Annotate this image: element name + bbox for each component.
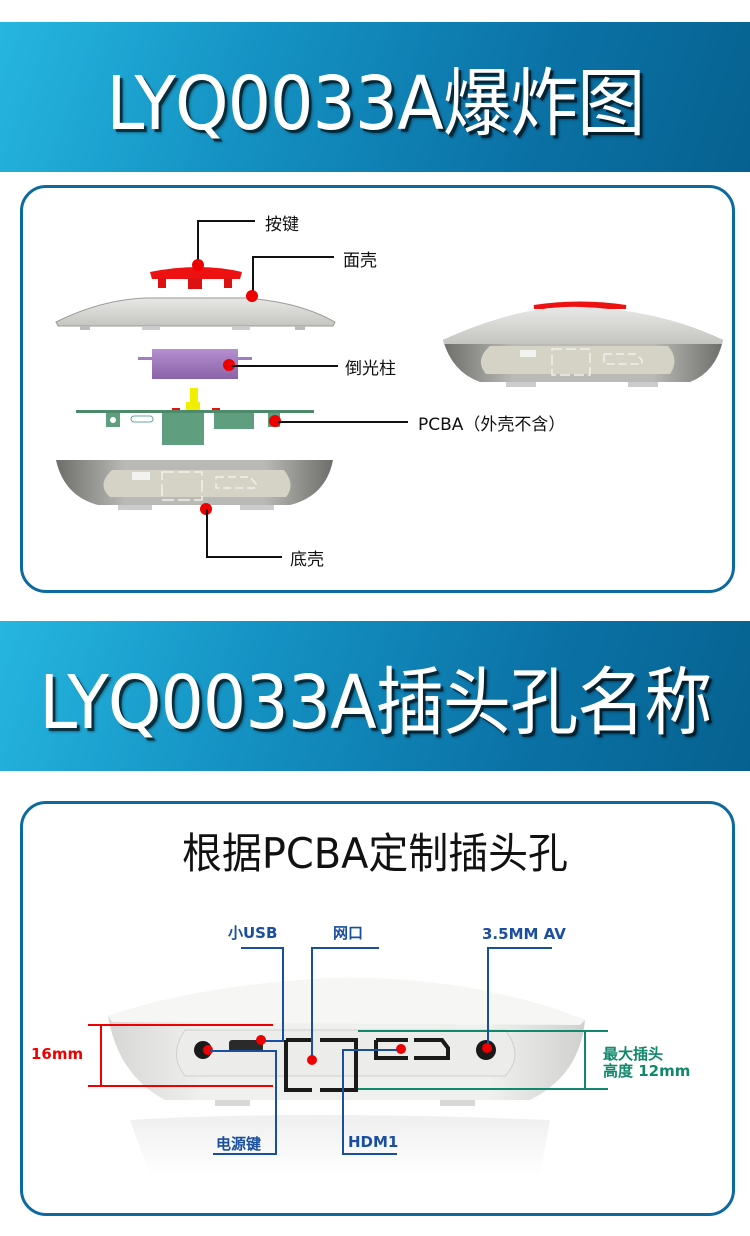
- button-part: [150, 267, 242, 289]
- dim-16mm-bottom-line: [88, 1085, 273, 1087]
- power-key-hline: [210, 1050, 277, 1052]
- top-shell-callout-vline: [252, 256, 254, 296]
- top-shell-callout-hline: [252, 256, 334, 258]
- power-key-vline: [275, 1050, 277, 1154]
- device-ports-diagram: [108, 977, 585, 1175]
- exploded-diagram: [55, 267, 723, 510]
- mini-usb-vline: [282, 947, 284, 1042]
- dim-12mm-label-line1: 最大插头: [603, 1045, 664, 1063]
- dim-12mm-bottom-line: [358, 1088, 608, 1090]
- ethernet-dot: [307, 1055, 317, 1065]
- button-callout-hline: [197, 220, 255, 222]
- mini-usb-hline2: [262, 1040, 284, 1042]
- power-key-dot: [203, 1045, 213, 1055]
- av-vline: [487, 947, 489, 1045]
- label-top-shell: 面壳: [343, 251, 377, 271]
- ethernet-hline: [311, 947, 379, 949]
- port-names-banner: LYQ0033A插头孔名称: [0, 621, 750, 771]
- label-mini-usb: 小USB: [228, 924, 278, 942]
- exploded-view-panel: [20, 185, 735, 593]
- custom-ports-subtitle: 根据PCBA定制插头孔: [182, 829, 568, 878]
- pcba-callout-hline: [278, 421, 408, 423]
- label-light-pipe: 倒光柱: [345, 359, 396, 379]
- dim-16mm-label: 16mm: [31, 1045, 84, 1063]
- label-ethernet: 网口: [333, 924, 364, 942]
- ethernet-vline: [311, 947, 313, 1057]
- dim-16mm-arrow: [100, 1026, 102, 1085]
- exploded-view-banner: LYQ0033A爆炸图: [0, 22, 750, 172]
- assembled-device-image: [443, 301, 723, 387]
- light-pipe-callout-dot: [223, 359, 235, 371]
- dim-16mm-top-line: [88, 1024, 273, 1026]
- pcba-callout-dot: [269, 415, 281, 427]
- power-key-hline2: [213, 1153, 277, 1155]
- top-shell-part: [55, 297, 336, 330]
- label-av: 3.5MM AV: [482, 925, 566, 943]
- hdmi-vline: [342, 1049, 344, 1154]
- port-names-title: LYQ0033A插头孔名称: [38, 659, 712, 746]
- label-button: 按键: [265, 215, 299, 235]
- button-callout-dot: [192, 259, 204, 271]
- bottom-shell-callout-hline: [206, 556, 282, 558]
- av-dot: [482, 1043, 492, 1053]
- dim-12mm-label-line2: 高度 12mm: [603, 1062, 691, 1080]
- label-pcba: PCBA（外壳不含）: [418, 415, 566, 435]
- label-hdmi: HDM1: [348, 1133, 399, 1151]
- bottom-shell-callout-vline: [206, 509, 208, 557]
- label-bottom-shell: 底壳: [290, 550, 324, 570]
- bottom-shell-part: [56, 460, 333, 510]
- dim-12mm-top-line: [358, 1030, 608, 1032]
- hdmi-hline2: [342, 1153, 397, 1155]
- hdmi-dot: [396, 1044, 406, 1054]
- button-callout-vline: [197, 220, 199, 264]
- label-power-key: 电源键: [216, 1135, 262, 1153]
- dim-12mm-arrow: [584, 1032, 586, 1088]
- top-shell-callout-dot: [246, 290, 258, 302]
- mini-usb-hline: [241, 947, 284, 949]
- hdmi-hline: [342, 1049, 398, 1051]
- mini-usb-dot: [256, 1035, 266, 1045]
- av-hline: [487, 947, 552, 949]
- exploded-view-title: LYQ0033A爆炸图: [105, 60, 645, 147]
- light-pipe-callout-hline: [232, 365, 338, 367]
